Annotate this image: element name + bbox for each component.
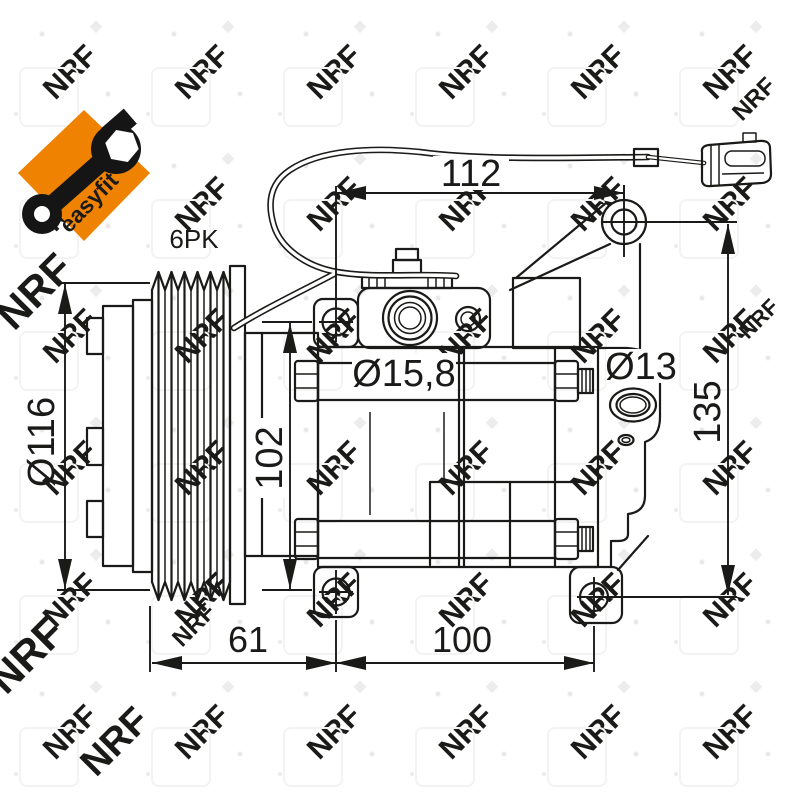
front-bottom-lug xyxy=(312,565,360,619)
dimension-label-suction-port: Ø15,8 xyxy=(352,353,456,395)
rear-top-plate xyxy=(511,276,582,350)
dimension-label-top-span: 112 xyxy=(441,153,502,195)
suction-port xyxy=(381,289,439,347)
connector-plug xyxy=(700,132,773,188)
dimension-label-pulley-to-mount: 61 xyxy=(228,619,268,660)
rear-bottom-lug xyxy=(568,565,624,625)
dimension-annotations: 112 Ø116 102 135 xyxy=(21,153,737,672)
belt-grooves xyxy=(150,270,232,602)
dimension-135: 135 xyxy=(611,224,737,598)
dimension-116: Ø116 xyxy=(21,282,150,591)
dimension-61: 61 xyxy=(149,606,337,672)
pulley xyxy=(85,264,247,606)
dimension-label-overall-height: 135 xyxy=(687,380,729,443)
easyfit-logo: easyfit xyxy=(18,108,150,241)
dimension-label-mount-height: 102 xyxy=(249,426,291,489)
wire-ferrule xyxy=(632,147,660,168)
dimension-100: 100 xyxy=(336,619,595,672)
dimension-102: 102 xyxy=(248,321,312,591)
belt-type-label: 6PK xyxy=(169,224,219,254)
wrench-icon xyxy=(22,108,141,234)
bolt-hole xyxy=(454,305,482,333)
compressor-body xyxy=(316,345,600,569)
dimension-label-mount-hole: Ø13 xyxy=(605,346,677,388)
dimension-label-pulley-diameter: Ø116 xyxy=(21,397,63,487)
dimension-label-mount-spacing: 100 xyxy=(432,619,492,660)
mount-hole-boss xyxy=(608,387,658,423)
tie-rods xyxy=(293,359,595,561)
valve-cap xyxy=(394,247,420,262)
dimension-112: 112 xyxy=(335,153,625,342)
